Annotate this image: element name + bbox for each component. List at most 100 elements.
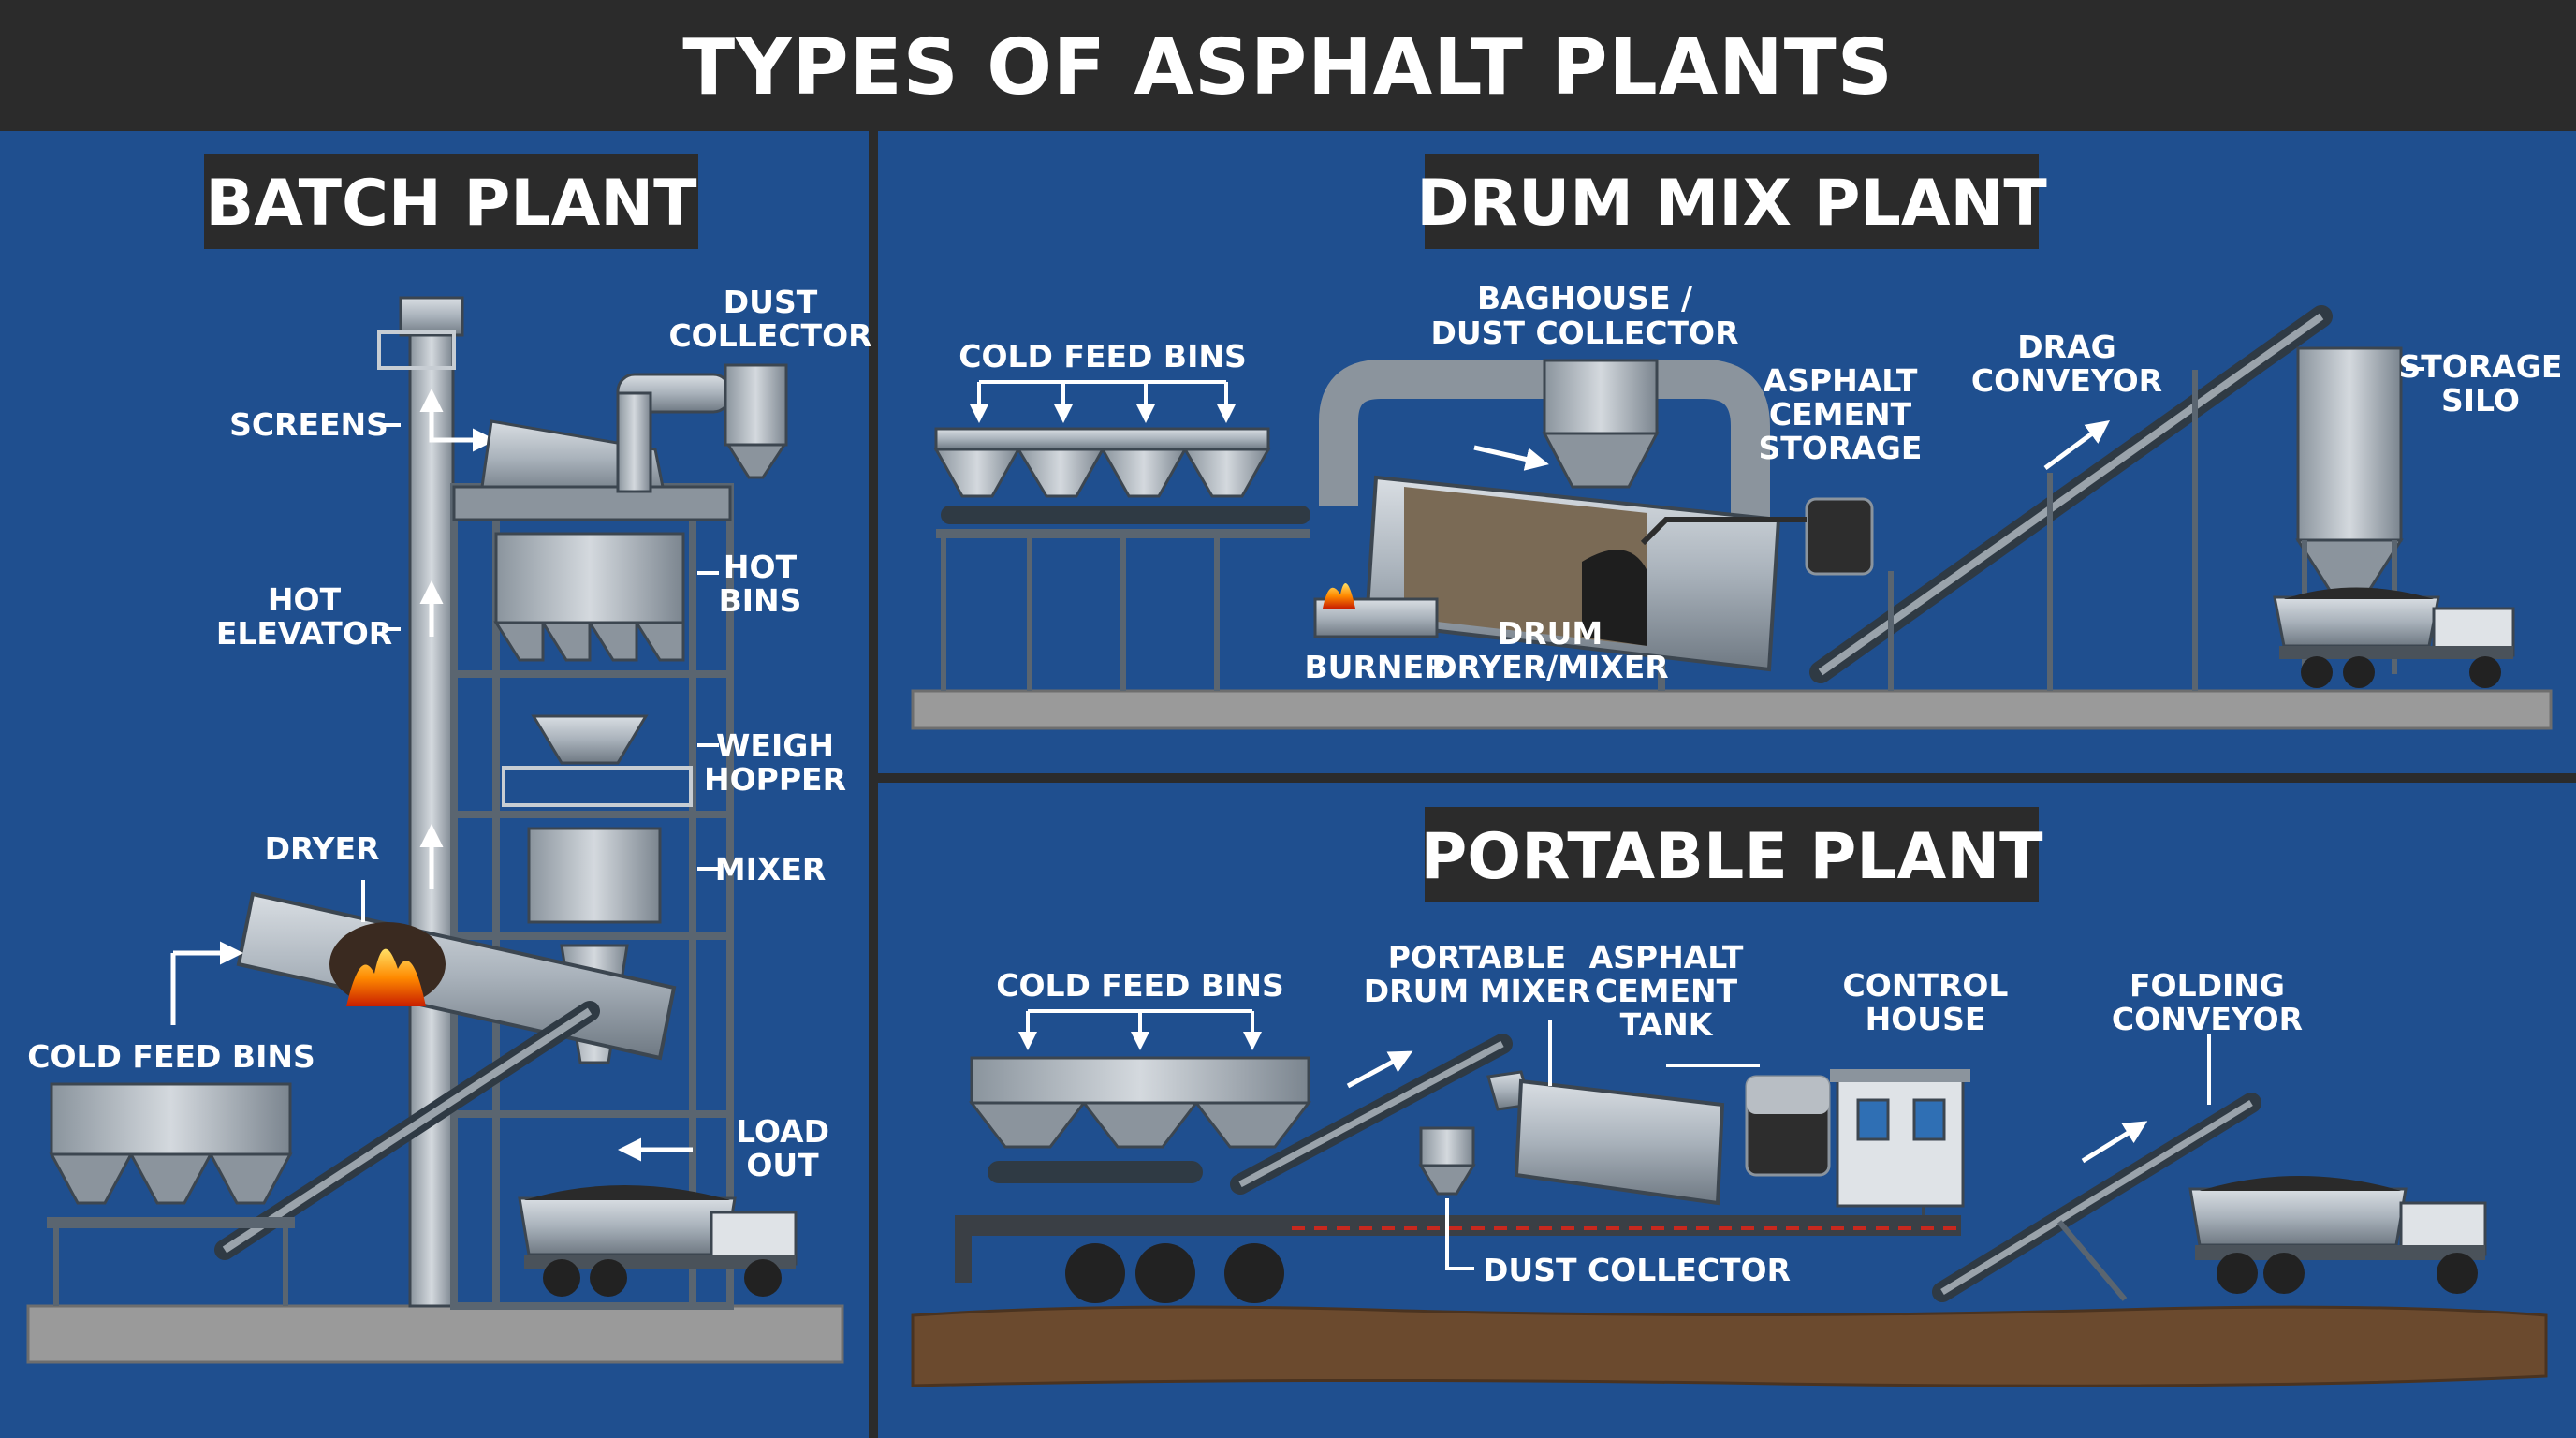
label-control-house: CONTROL	[1843, 967, 2009, 1004]
storage-silo	[2296, 346, 2403, 542]
label-asphalt-cement-tank: CEMENT	[1595, 973, 1738, 1009]
label-drag-conveyor: CONVEYOR	[1971, 362, 2162, 399]
drag-arrow	[2043, 420, 2111, 471]
label-baghouse: BAGHOUSE /	[1477, 280, 1693, 316]
baghouse-hopper	[1542, 432, 1660, 489]
dust-duct-down	[616, 391, 652, 493]
folding-conveyor-belt	[1940, 1100, 2253, 1295]
label-screens: SCREENS	[229, 406, 388, 443]
label-asphalt-cement-tank: TANK	[1620, 1006, 1714, 1043]
label-cold-feed-bins: COLD FEED BINS	[27, 1038, 315, 1075]
hot-bin-cone	[540, 621, 592, 662]
label-hot-bins: HOT	[724, 549, 798, 585]
label-weigh-hopper: HOPPER	[704, 761, 846, 798]
trailer-deck	[955, 1215, 1961, 1236]
label-cold-feed-bins: COLD FEED BINS	[959, 338, 1247, 374]
ac-tank-top	[1747, 1077, 1829, 1114]
drum-flow-arrow	[1473, 445, 1549, 471]
burner-flame	[1323, 583, 1355, 609]
portable-drum-mixer	[1514, 1078, 1725, 1206]
elevator-head	[399, 296, 464, 337]
control-house-window	[1912, 1098, 1946, 1141]
label-asphalt-cement-tank: ASPHALT	[1589, 939, 1744, 976]
drum-mix-plant-panel: DRUM MIX PLANT	[911, 154, 2563, 730]
label-load-out: LOAD	[736, 1113, 829, 1150]
batch-cold-feed-bins	[47, 1082, 295, 1306]
label-dust-collector: DUST	[724, 284, 818, 320]
baghouse-duct	[1319, 360, 1770, 524]
batch-truck	[518, 1185, 798, 1297]
label-asphalt-cement-storage: CEMENT	[1769, 396, 1912, 433]
label-hot-elevator: HOT	[268, 581, 342, 618]
label-drum-dryer-mixer: DRYER/MIXER	[1431, 649, 1668, 685]
screens-arrow	[429, 403, 496, 452]
label-load-out: OUT	[746, 1147, 819, 1183]
hot-bins	[494, 532, 685, 624]
label-storage-silo: STORAGE	[2399, 348, 2563, 385]
label-hot-elevator: ELEVATOR	[216, 615, 392, 652]
label-weigh-hopper: WEIGH	[716, 727, 834, 764]
dryer-feed-belt	[222, 1007, 593, 1254]
label-dust-collector: COLLECTOR	[668, 317, 871, 354]
dryer-flame	[346, 948, 426, 1006]
hot-bin-cone	[587, 621, 638, 662]
drum-cold-feed-bins	[933, 427, 1310, 691]
portable-ground	[911, 1305, 2548, 1387]
label-portable-drum-mixer: DRUM MIXER	[1364, 973, 1590, 1009]
label-control-house: HOUSE	[1866, 1001, 1986, 1037]
label-folding-conveyor: FOLDING	[2130, 967, 2285, 1004]
portable-feed-belt	[1238, 1040, 1504, 1188]
trailer-jack	[955, 1236, 972, 1283]
hopper-railing	[502, 766, 693, 807]
pugmill-mixer	[527, 827, 662, 924]
drag-conveyor-belt	[1818, 313, 2324, 676]
ac-storage-tank	[1805, 497, 1874, 576]
label-portable-drum-mixer: PORTABLE	[1388, 939, 1566, 976]
portable-dust-cone	[1418, 1164, 1476, 1196]
portable-feed-arrow	[1346, 1050, 1413, 1089]
label-drag-conveyor: DRAG	[2017, 329, 2115, 365]
label-dryer: DRYER	[265, 830, 380, 867]
trailer-wheel	[1224, 1243, 1284, 1303]
header-bar	[0, 0, 2576, 131]
label-asphalt-cement-storage: STORAGE	[1759, 430, 1923, 466]
label-baghouse: DUST COLLECTOR	[1430, 315, 1738, 351]
folding-arrow	[2081, 1121, 2148, 1164]
label-asphalt-cement-storage: ASPHALT	[1764, 362, 1918, 399]
trailer-wheel	[1135, 1243, 1195, 1303]
control-house-roof	[1830, 1069, 1970, 1082]
top-railing	[377, 330, 456, 370]
panel-divider-horizontal	[878, 773, 2576, 783]
weigh-hopper	[531, 714, 649, 765]
hot-elevator	[408, 316, 455, 1308]
dust-cone	[725, 443, 787, 479]
screen-deck	[452, 485, 732, 521]
portable-cold-feed-bins	[968, 1056, 1312, 1183]
label-burner: BURNER	[1305, 649, 1448, 685]
trailer-wheel	[1065, 1243, 1125, 1303]
hot-bin-cone	[493, 621, 545, 662]
ac-line	[1640, 517, 1807, 546]
panel-divider-vertical	[869, 131, 878, 1438]
batch-plant-title: BATCH PLANT	[205, 167, 697, 241]
batch-plant-title-box	[204, 154, 698, 249]
label-drum-dryer-mixer: DRUM	[1498, 615, 1603, 652]
label-folding-conveyor: CONVEYOR	[2112, 1001, 2303, 1037]
batch-ground	[26, 1304, 844, 1364]
drum-truck	[2273, 587, 2515, 688]
page-title: TYPES OF ASPHALT PLANTS	[682, 23, 1894, 112]
batch-plant-panel: BATCH PLANT	[26, 154, 872, 1364]
portable-title: PORTABLE PLANT	[1420, 820, 2043, 894]
drum-mix-title: DRUM MIX PLANT	[1416, 167, 2047, 241]
label-mixer: MIXER	[715, 851, 827, 888]
portable-plant-panel: PORTABLE PLANT	[911, 807, 2548, 1387]
dust-collector	[724, 363, 788, 447]
portable-truck	[2188, 1176, 2487, 1294]
label-cold-feed-bins: COLD FEED BINS	[996, 967, 1284, 1004]
drum-ground	[911, 689, 2553, 730]
portable-dust-collector	[1419, 1126, 1475, 1167]
label-dust-collector: DUST COLLECTOR	[1483, 1252, 1791, 1288]
folding-conveyor-leg	[2056, 1220, 2128, 1301]
